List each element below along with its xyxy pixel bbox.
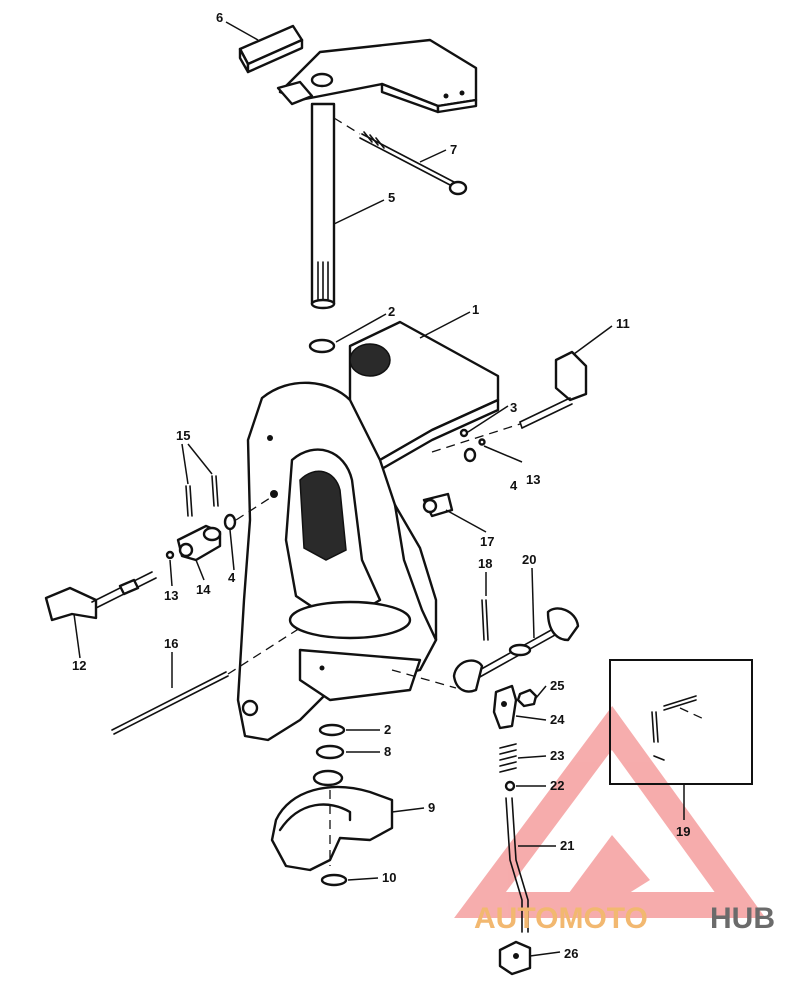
part-13-nut-right xyxy=(478,438,486,446)
part-16-rod xyxy=(111,671,229,735)
label-13-left: 13 xyxy=(164,588,178,603)
part-11-pin xyxy=(519,350,588,429)
label-10: 10 xyxy=(382,870,396,885)
label-6: 6 xyxy=(216,10,223,25)
label-14: 14 xyxy=(196,582,211,597)
part-1-swivel-bracket xyxy=(236,320,500,742)
watermark-logo xyxy=(454,706,766,918)
watermark-part1: AUTOMOTO xyxy=(474,902,648,935)
label-9: 9 xyxy=(428,800,435,815)
watermark-part2: HUB xyxy=(710,902,775,935)
label-12: 12 xyxy=(72,658,86,673)
label-17: 17 xyxy=(480,534,494,549)
steering-arm xyxy=(276,38,478,114)
label-26: 26 xyxy=(564,946,578,961)
label-8: 8 xyxy=(384,744,391,759)
part-21-shift-rod xyxy=(505,797,529,933)
label-23: 23 xyxy=(550,748,564,763)
label-3: 3 xyxy=(510,400,517,415)
part-5-shaft xyxy=(310,102,336,310)
label-25: 25 xyxy=(550,678,564,693)
label-24: 24 xyxy=(550,712,565,727)
part-6-plate xyxy=(238,24,304,74)
label-5: 5 xyxy=(388,190,395,205)
part-22-washer xyxy=(504,780,516,792)
part-10-oring xyxy=(320,873,348,887)
part-15-cotter-pins xyxy=(185,475,219,517)
label-13-right: 13 xyxy=(526,472,540,487)
label-20: 20 xyxy=(522,552,536,567)
label-19: 19 xyxy=(676,824,690,839)
part-23-spring xyxy=(499,743,517,773)
part-7-bolt xyxy=(359,131,468,196)
part-12-lever xyxy=(44,571,157,622)
label-4-right: 4 xyxy=(510,478,518,493)
part-4-washer-right xyxy=(463,447,477,463)
label-4-left: 4 xyxy=(228,570,236,585)
part-14-lock xyxy=(176,524,222,562)
part-24-connector xyxy=(492,684,518,730)
label-16: 16 xyxy=(164,636,178,651)
part-4-washer-left xyxy=(223,513,237,531)
label-18: 18 xyxy=(478,556,492,571)
label-2-upper: 2 xyxy=(388,304,395,319)
inset-box xyxy=(609,659,753,785)
label-22: 22 xyxy=(550,778,564,793)
part-20-shift-lever xyxy=(452,607,580,693)
part-25-nut xyxy=(516,688,538,708)
part-18-pin xyxy=(481,599,489,641)
label-7: 7 xyxy=(450,142,457,157)
callout-labels: 6 5 7 2 1 11 3 13 4 17 15 14 4 13 12 16 … xyxy=(72,10,690,961)
part-17-clip xyxy=(422,492,454,518)
part-8-washer xyxy=(315,744,345,760)
part-9-yoke xyxy=(270,769,394,872)
part-26-clip xyxy=(498,940,532,976)
leader-lines xyxy=(73,21,685,957)
part-13-nut-left xyxy=(165,550,175,560)
part-2-upper-oring xyxy=(308,338,336,354)
part-2-lower-oring xyxy=(318,723,346,737)
label-21: 21 xyxy=(560,838,574,853)
part-3-washer xyxy=(459,428,469,438)
label-1: 1 xyxy=(472,302,479,317)
watermark-text: AUTOMOTO HUB xyxy=(474,902,775,935)
label-11: 11 xyxy=(616,316,630,331)
label-2-lower: 2 xyxy=(384,722,391,737)
label-15: 15 xyxy=(176,428,190,443)
